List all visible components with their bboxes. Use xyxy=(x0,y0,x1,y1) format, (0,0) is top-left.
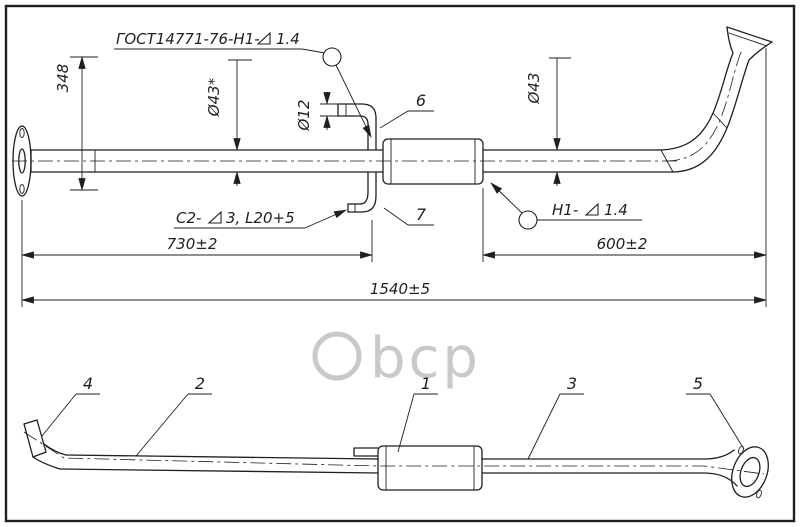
resonator-body xyxy=(382,138,484,185)
weld-standard-callout: ГОСТ14771-76-Н1- 1.4 xyxy=(114,30,372,138)
annotations: ГОСТ14771-76-Н1- 1.4 348 Ø43* xyxy=(20,30,768,307)
callout-2-number: 2 xyxy=(195,374,205,393)
weld-standard-label: ГОСТ14771-76-Н1- xyxy=(116,30,260,48)
pipe-dia-left-text: Ø43* xyxy=(205,77,223,117)
weld-fillet-icon xyxy=(256,31,271,45)
callout-1: 1 xyxy=(397,374,438,453)
callout-5: 5 xyxy=(686,374,745,450)
side-view xyxy=(12,26,773,213)
plan-view: 4 2 1 3 5 xyxy=(23,374,769,499)
hanger-bracket xyxy=(337,103,377,213)
callout-4: 4 xyxy=(41,374,100,437)
watermark: bcp xyxy=(312,326,481,391)
inlet-pipe xyxy=(30,149,384,173)
weld-c2-callout: С2- 3, L20+5 xyxy=(174,209,347,229)
watermark-text: bcp xyxy=(370,326,481,391)
outlet-pipe-bend xyxy=(482,26,773,173)
drawing-border xyxy=(4,4,796,523)
weld-h1-value: 1.4 xyxy=(604,201,628,219)
dimension-730: 730±2 xyxy=(20,200,374,307)
callout-7-number: 7 xyxy=(416,205,427,224)
callout-6-number: 6 xyxy=(416,91,426,110)
pipe-dia-right-text: Ø43 xyxy=(525,73,543,105)
weld-standard-value: 1.4 xyxy=(276,30,300,48)
plan-inlet-pipe xyxy=(59,454,379,474)
dimension-600: 600±2 xyxy=(481,48,768,307)
watermark-ring-icon xyxy=(312,331,362,381)
dimension-1540: 1540±5 xyxy=(20,280,768,304)
weld-fillet-icon xyxy=(584,202,599,216)
height-dim-text: 348 xyxy=(54,64,72,93)
callout-2: 2 xyxy=(135,374,212,457)
left-flange xyxy=(12,125,32,197)
callout-5-number: 5 xyxy=(693,374,703,393)
bend-centerline xyxy=(664,49,743,162)
length-left-text: 730±2 xyxy=(167,235,218,253)
weld-all-around-icon xyxy=(322,47,342,67)
plan-resonator xyxy=(377,445,483,491)
plan-left-flange xyxy=(23,419,67,470)
length-right-text: 600±2 xyxy=(597,235,648,253)
weld-c2-value: 3, L20+5 xyxy=(226,209,295,227)
callout-6: 6 xyxy=(379,91,434,129)
weld-all-around-icon xyxy=(518,210,538,230)
plan-centerline xyxy=(23,431,765,475)
callout-3: 3 xyxy=(527,374,584,460)
dimension-dia12: Ø12 xyxy=(295,92,342,131)
length-total-text: 1540±5 xyxy=(370,280,430,298)
dimension-dia43-left: Ø43* xyxy=(205,59,252,186)
weld-c2-label: С2- xyxy=(176,209,201,227)
dimension-348: 348 xyxy=(54,55,98,192)
callout-1-number: 1 xyxy=(421,374,431,393)
dimension-dia43-right: Ø43 xyxy=(525,57,571,186)
plan-outlet-pipe xyxy=(481,449,738,487)
weld-h1-label: Н1- xyxy=(552,201,578,219)
callout-4-number: 4 xyxy=(83,374,93,393)
callout-7: 7 xyxy=(383,205,434,226)
rod-dia-text: Ø12 xyxy=(295,100,313,132)
plan-right-flange xyxy=(731,445,769,499)
plan-hanger-stub xyxy=(353,447,379,457)
weld-h1-callout: Н1- 1.4 xyxy=(490,182,642,230)
weld-fillet-icon xyxy=(207,210,222,224)
callout-3-number: 3 xyxy=(567,374,577,393)
